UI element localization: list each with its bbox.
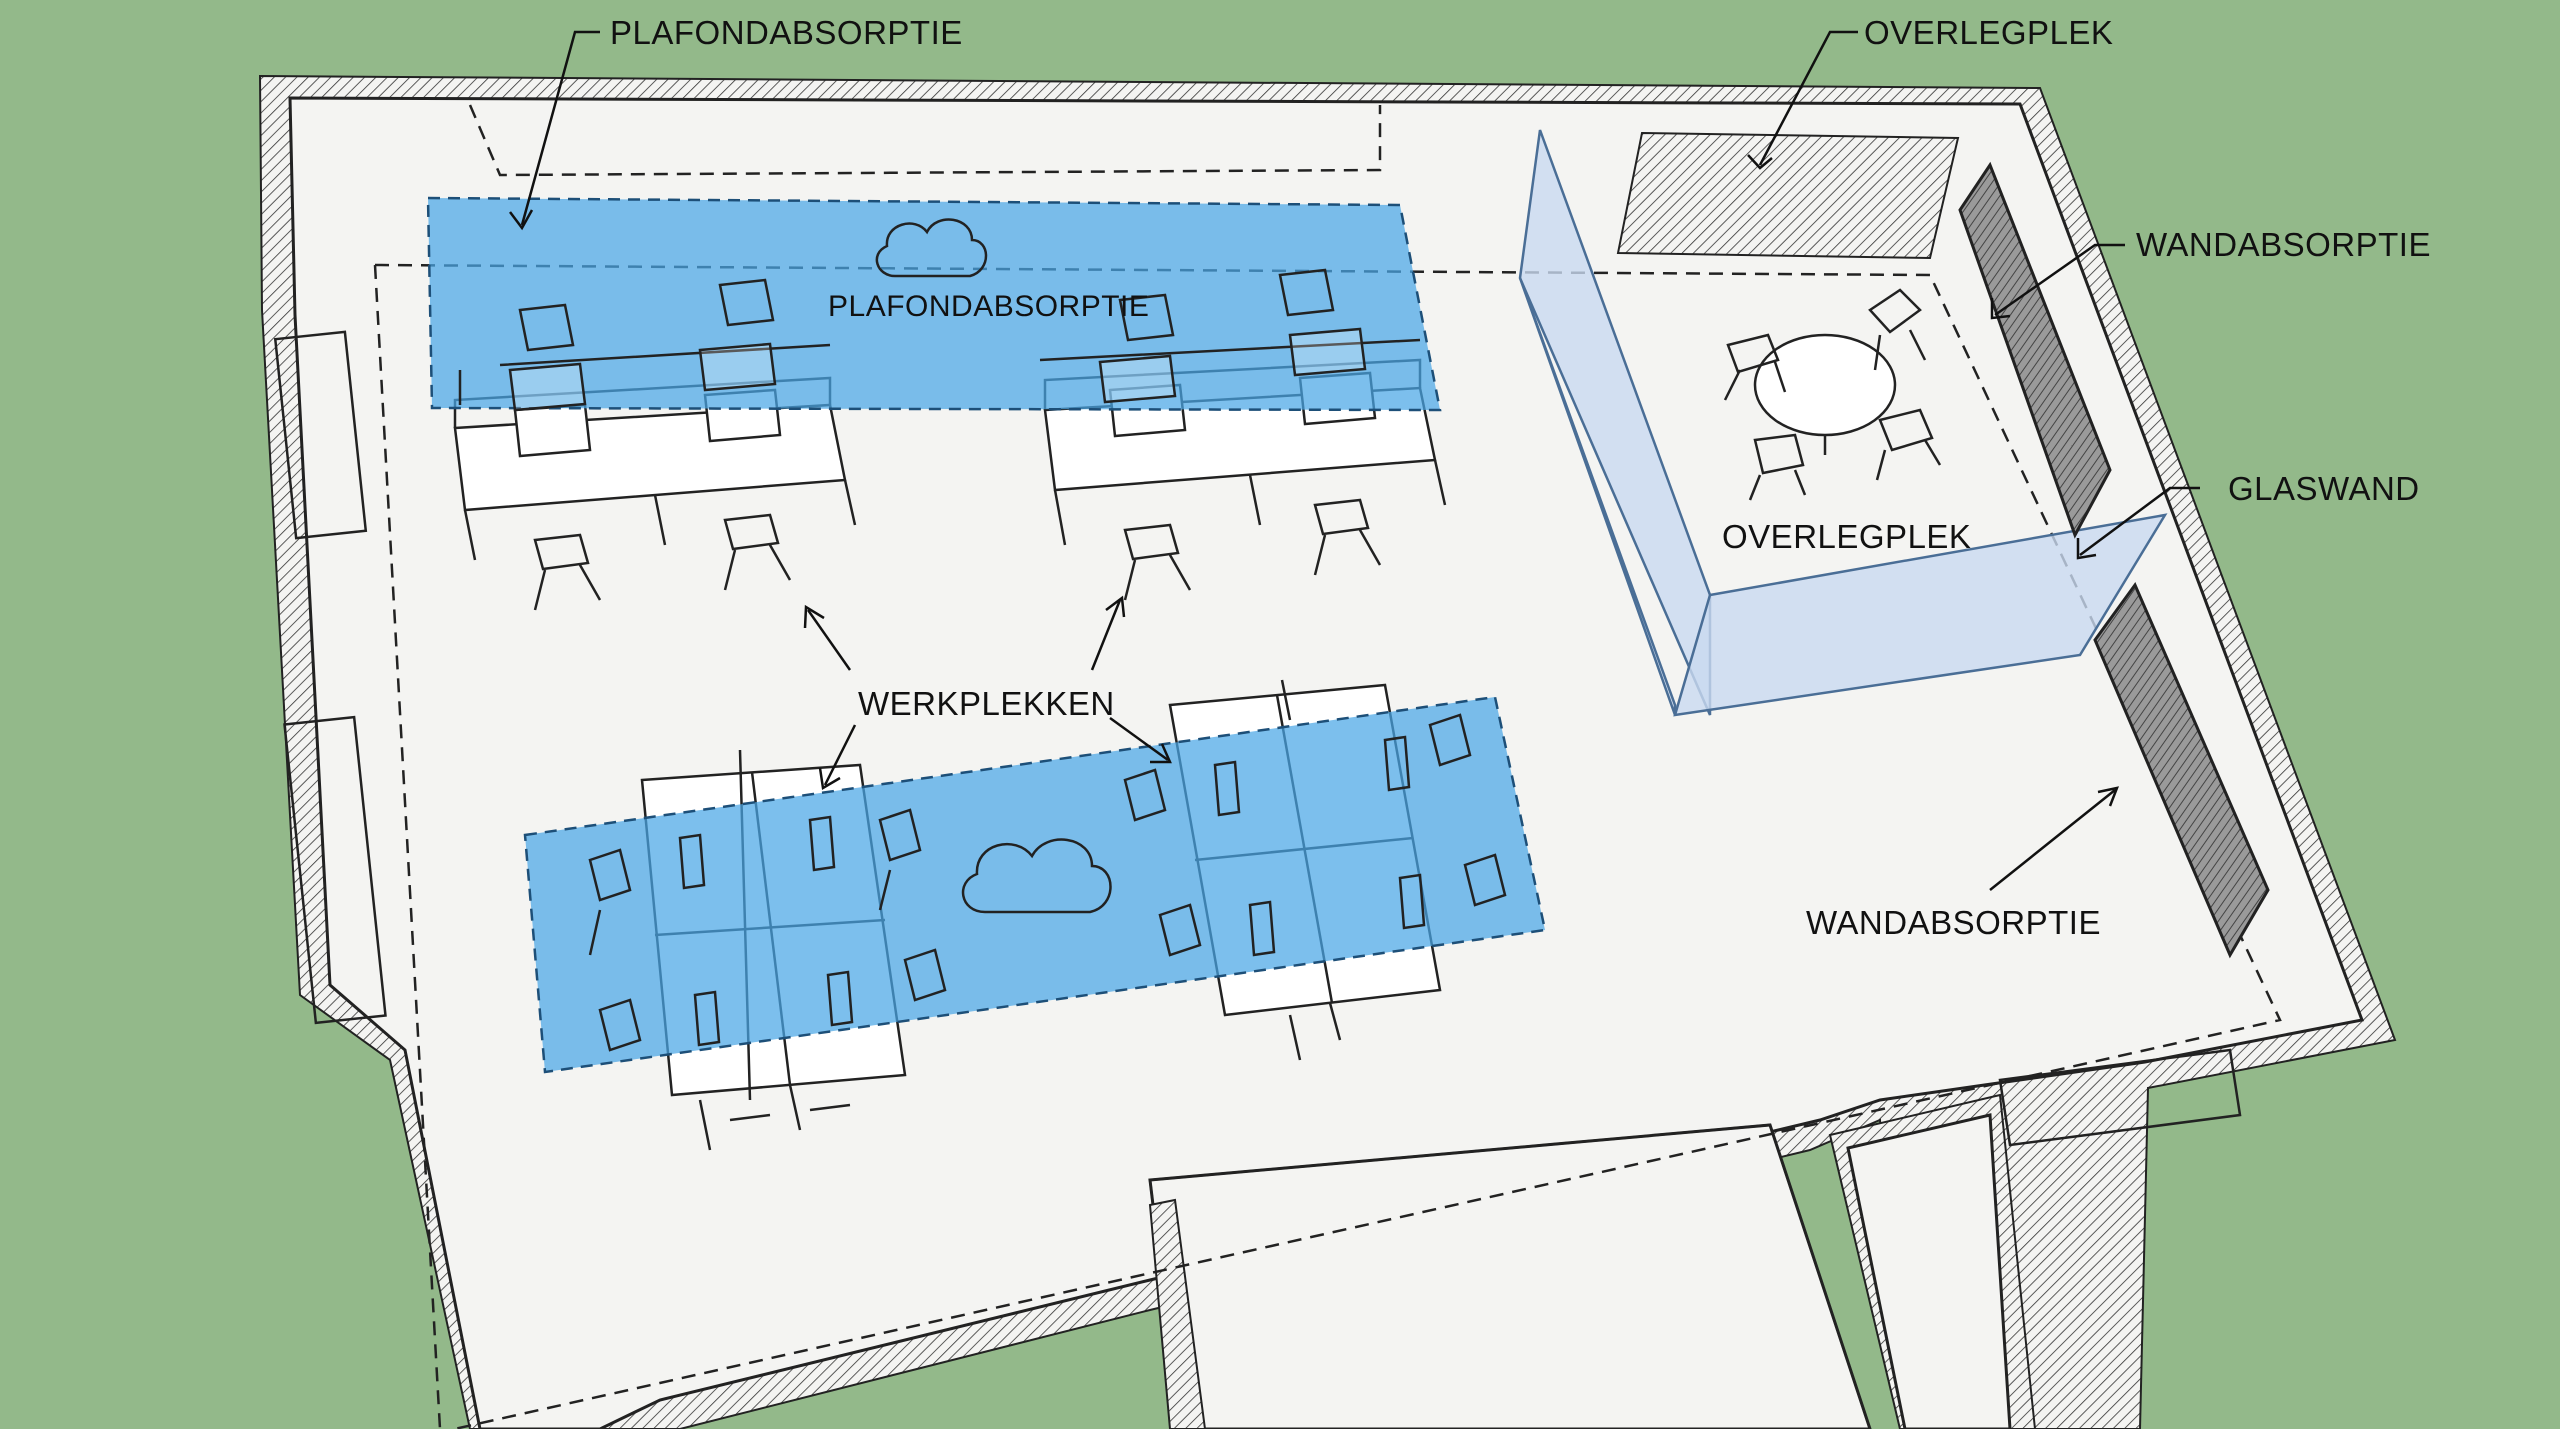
label-wall-absorption-top: WANDABSORPTIE: [2136, 226, 2431, 263]
wall-absorption-panels: [1616, 131, 2270, 959]
label-meeting-spot-top: OVERLEGPLEK: [1864, 14, 2113, 51]
labels: PLAFONDABSORPTIE PLAFONDABSORPTIE OVERLE…: [610, 14, 2431, 941]
cloud-icon: [875, 218, 988, 278]
wall-absorption-panel-bottom: [2093, 581, 2270, 959]
label-workstations: WERKPLEKKEN: [858, 685, 1115, 722]
label-wall-absorption-bottom: WANDABSORPTIE: [1806, 904, 2101, 941]
ceiling-absorption-zone-bottom: [523, 695, 1547, 1074]
label-ceiling-absorption-top: PLAFONDABSORPTIE: [610, 14, 963, 51]
label-meeting-spot-inner: OVERLEGPLEK: [1722, 518, 1971, 555]
wall-absorption-panel-top: [1958, 161, 2112, 539]
label-ceiling-absorption-inner: PLAFONDABSORPTIE: [828, 290, 1149, 323]
glass-wall: [1518, 129, 2168, 717]
cloud-icon: [961, 838, 1112, 914]
ceiling-absorption-zone-top: [426, 196, 1442, 412]
annotation-arrows: [509, 30, 2200, 891]
meeting-wall-panel: [1616, 131, 1960, 260]
label-glass-wall: GLASWAND: [2228, 470, 2420, 507]
meeting-table: [1723, 288, 1942, 501]
